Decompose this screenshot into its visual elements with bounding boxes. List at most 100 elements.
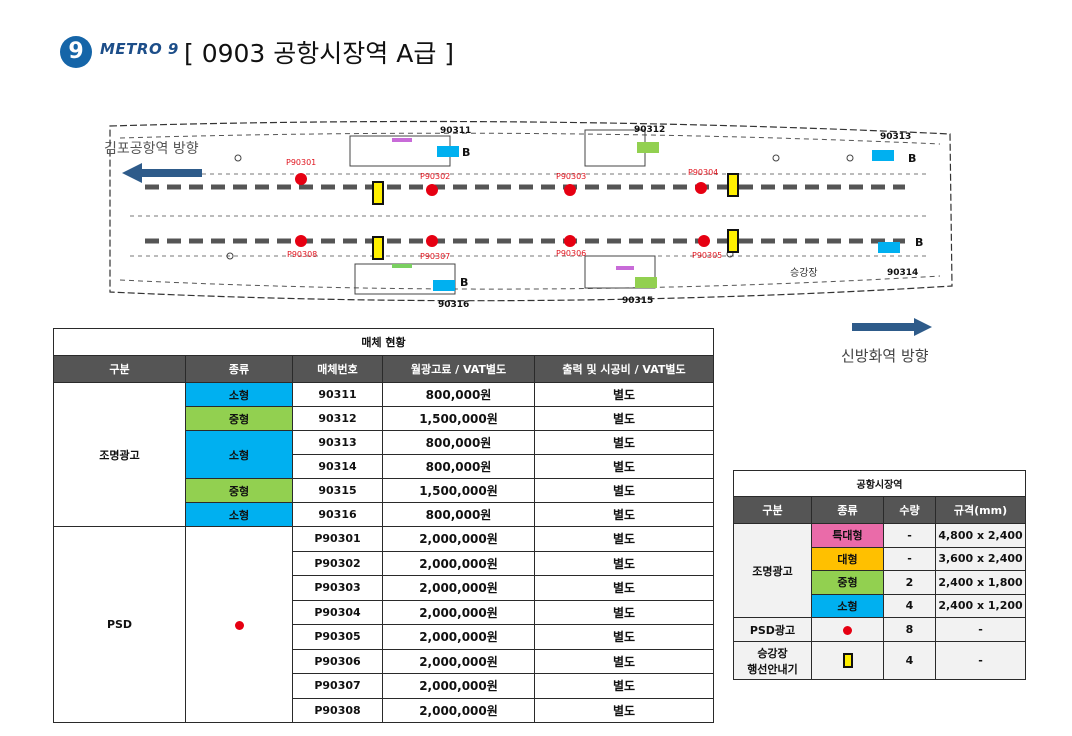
qty-cell: 4 [883,641,936,680]
media-id: 90312 [292,406,383,431]
fee-cell: 1,500,000원 [382,406,535,431]
type-cell: 중형 [811,570,884,595]
cost-cell: 별도 [534,382,714,407]
table-row: 중형 2 2,400 x 1,800 [734,570,1026,595]
table-row: P90305 2,000,000원 별도 [54,624,714,650]
fee-cell: 800,000원 [382,430,535,455]
type-cell: 소형 [185,502,293,527]
table-row: PSD광고 8 - [733,617,1026,642]
map-label-p90305: P90305 [692,251,723,260]
summary-header-type: 종류 [811,496,884,524]
metro9-logo-icon: 9 [60,36,92,68]
station-floor-plan [109,120,953,302]
media-90312 [637,142,659,153]
cost-cell: 별도 [534,599,714,625]
media-id: 90311 [292,382,383,407]
cost-cell: 별도 [534,406,714,431]
table-row: 대형 - 3,600 x 2,400 [734,546,1026,571]
fee-cell: 800,000원 [382,382,535,407]
fee-cell: 2,000,000원 [382,575,535,601]
summary-category-psd: PSD광고 [733,617,812,642]
platform-guide-board [372,236,384,260]
header-type: 종류 [185,355,293,383]
type-cell: 특대형 [811,523,884,548]
media-id: 90315 [292,478,383,503]
direction-right-label: 신방화역 방향 [841,347,929,365]
map-label-90313: 90313 [880,132,912,142]
media-id: P90308 [292,697,383,723]
psd-dot-p90301 [295,173,307,185]
header-production-cost: 출력 및 시공비 / VAT별도 [534,355,714,383]
guide-board-icon [842,653,853,668]
map-marker-b: B [908,152,917,165]
map-label-p90308: P90308 [287,250,318,259]
map-label-90315: 90315 [622,296,654,306]
map-label-p90303: P90303 [556,172,587,181]
media-id: P90301 [292,526,383,552]
map-marker-b: B [462,146,471,159]
red-dot-icon [843,625,852,635]
brand-name: METRO 9 [100,40,179,58]
table-row: P90307 2,000,000원 별도 [54,673,714,699]
map-label-90312: 90312 [634,125,666,135]
size-cell: 2,400 x 1,200 [935,593,1026,618]
size-cell: 3,600 x 2,400 [935,546,1026,571]
table-row: P90308 2,000,000원 별도 [54,697,714,723]
media-id: 90314 [292,454,383,479]
summary-table-caption: 공항시장역 [733,470,1026,497]
fee-cell: 2,000,000원 [382,673,535,699]
qty-cell: - [883,546,936,571]
cost-cell: 별도 [534,454,714,479]
media-id: 90316 [292,502,383,527]
type-cell: 소형 [811,593,884,618]
table-row: 조명광고 특대형 - 4,800 x 2,400 [733,523,1026,618]
header-media-id: 매체번호 [292,355,383,383]
table-row: 소형 90316 800,000원 별도 [54,502,714,527]
fee-cell: 2,000,000원 [382,550,535,576]
cost-cell: 별도 [534,673,714,699]
fee-cell: 2,000,000원 [382,624,535,650]
table-row: 승강장 행선안내기 4 - [733,641,1026,680]
summary-table: 공항시장역 구분 종류 수량 규격(mm) 조명광고 특대형 - 4,800 x… [733,470,1026,680]
summary-header-qty: 수량 [883,496,936,524]
guide-label-line1: 승강장 [757,646,788,660]
media-id: P90305 [292,624,383,650]
media-90313 [872,150,894,161]
table-row: P90302 2,000,000원 별도 [54,550,714,576]
qty-cell: 4 [883,593,936,618]
qty-cell: - [883,523,936,548]
header-category: 구분 [53,355,186,383]
media-90314 [878,242,900,253]
guide-label-line2: 행선안내기 [747,662,798,676]
arrow-right-icon [852,318,932,336]
cost-cell: 별도 [534,430,714,455]
psd-type-cell [185,526,293,723]
media-id: P90304 [292,599,383,625]
size-cell: - [935,641,1026,680]
fee-cell: 800,000원 [382,454,535,479]
type-cell: 중형 [185,406,293,431]
summary-category-lighting: 조명광고 [733,523,812,618]
category-psd: PSD [53,526,186,723]
psd-dot-p90305 [698,235,710,247]
media-id: P90302 [292,550,383,576]
psd-dot-p90308 [295,235,307,247]
qty-cell: 8 [883,617,936,642]
fee-cell: 2,000,000원 [382,697,535,723]
media-id: P90306 [292,648,383,674]
media-90316 [433,280,455,291]
cost-cell: 별도 [534,502,714,527]
psd-dot-p90306 [564,235,576,247]
media-id: 90313 [292,430,383,455]
table-row: 중형 90315 1,500,000원 별도 [54,478,714,503]
media-id: P90303 [292,575,383,601]
cost-cell: 별도 [534,648,714,674]
psd-dot-p90307 [426,235,438,247]
page-title: [ 0903 공항시장역 A급 ] [184,39,455,68]
table-row: 소형 4 2,400 x 1,200 [734,593,1026,618]
summary-header-category: 구분 [733,496,812,524]
map-label-90311: 90311 [440,126,472,136]
summary-category-guide: 승강장 행선안내기 [733,641,812,680]
fee-cell: 1,500,000원 [382,478,535,503]
platform-guide-board [727,173,739,197]
